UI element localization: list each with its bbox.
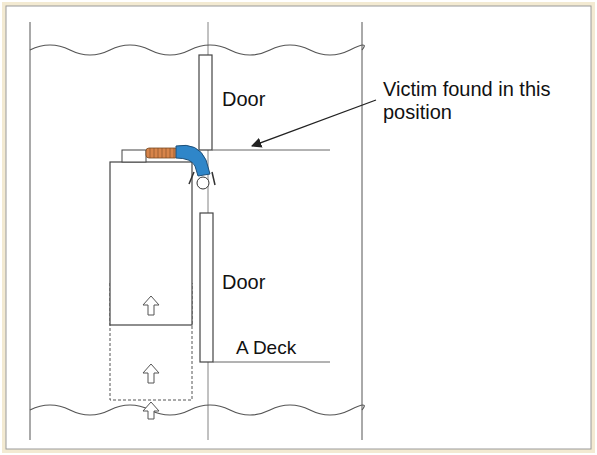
callout-text: Victim found in this position: [383, 78, 573, 124]
shaft-wall: [362, 22, 363, 440]
leader-line: [252, 100, 376, 146]
victim-figure: [146, 145, 215, 189]
panel: [6, 6, 591, 449]
floor-line: [212, 150, 330, 151]
break-line: [30, 45, 364, 55]
door-label: Door: [222, 88, 265, 111]
floor-line: [213, 362, 330, 363]
deck-label: A Deck: [236, 337, 296, 359]
shaft-wall: [30, 22, 31, 440]
door: [200, 213, 213, 362]
door: [199, 55, 212, 150]
break-line: [30, 405, 364, 415]
up-arrows: [143, 296, 159, 419]
car-top-box: [122, 150, 146, 162]
door-label: Door: [222, 271, 265, 294]
elevator-car: [110, 162, 192, 325]
